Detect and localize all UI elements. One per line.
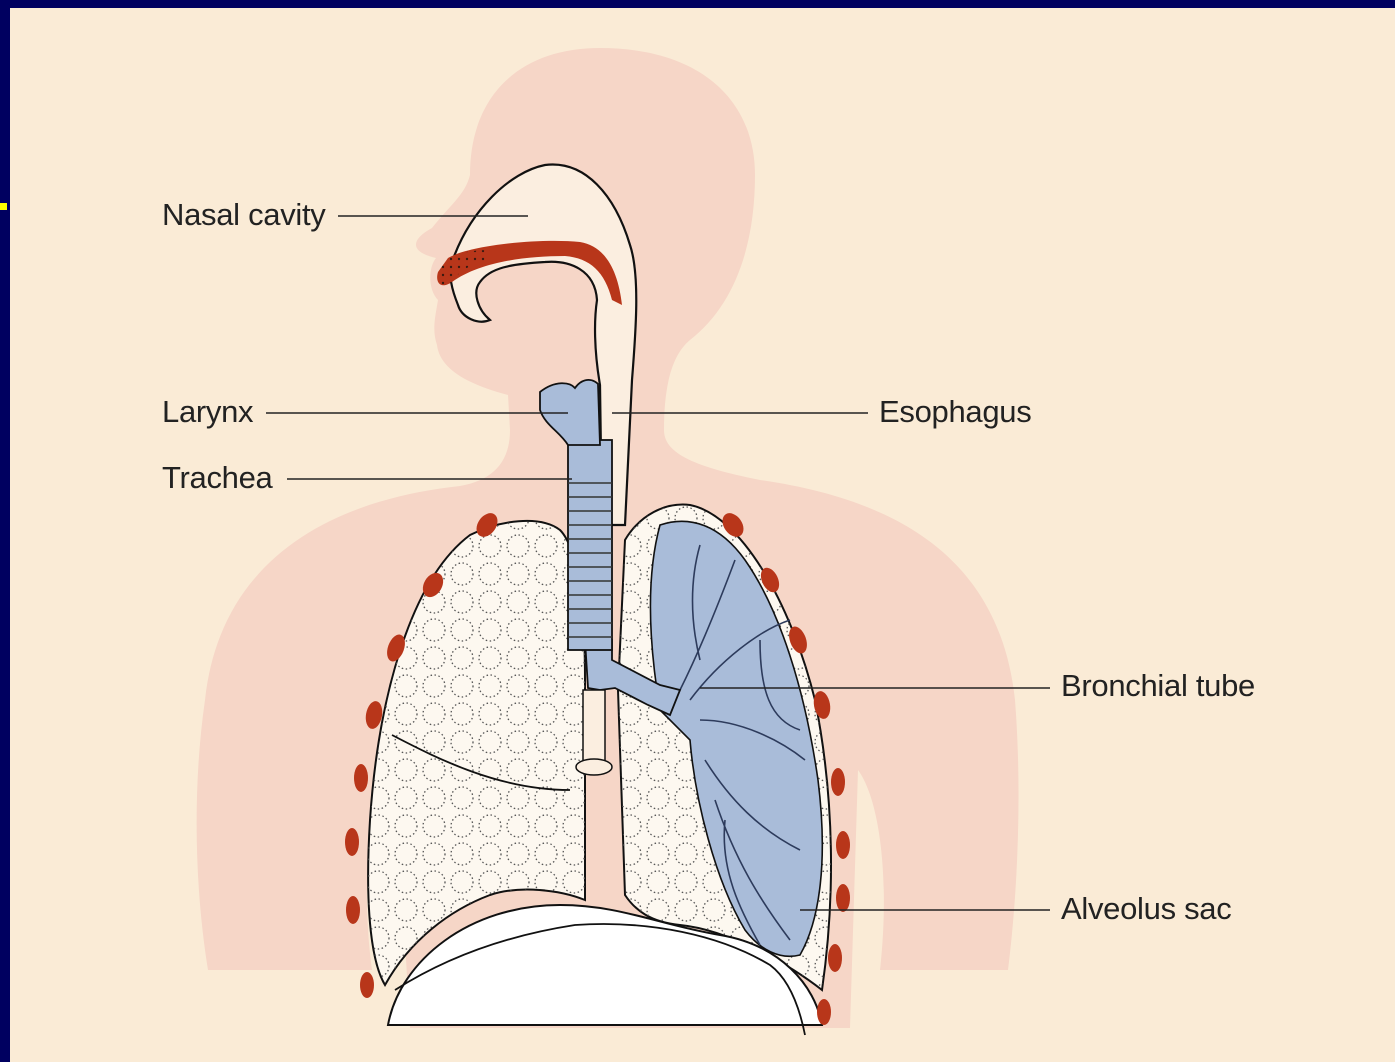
rib	[346, 896, 360, 924]
esophagus-opening	[576, 759, 612, 775]
label-nasal-cavity: Nasal cavity	[162, 197, 326, 233]
rib	[360, 972, 374, 998]
rib	[828, 944, 842, 972]
label-larynx: Larynx	[162, 394, 253, 430]
label-trachea: Trachea	[162, 460, 272, 496]
rib	[345, 828, 359, 856]
rib	[354, 764, 368, 792]
rib	[817, 999, 831, 1025]
rib	[836, 831, 850, 859]
trachea-rings	[568, 470, 612, 645]
rib	[831, 768, 845, 796]
label-esophagus: Esophagus	[879, 394, 1031, 430]
rib	[836, 884, 850, 912]
label-bronchial-tube: Bronchial tube	[1061, 668, 1255, 704]
label-alveolus-sac: Alveolus sac	[1061, 891, 1231, 927]
esophagus-tube	[583, 690, 605, 770]
